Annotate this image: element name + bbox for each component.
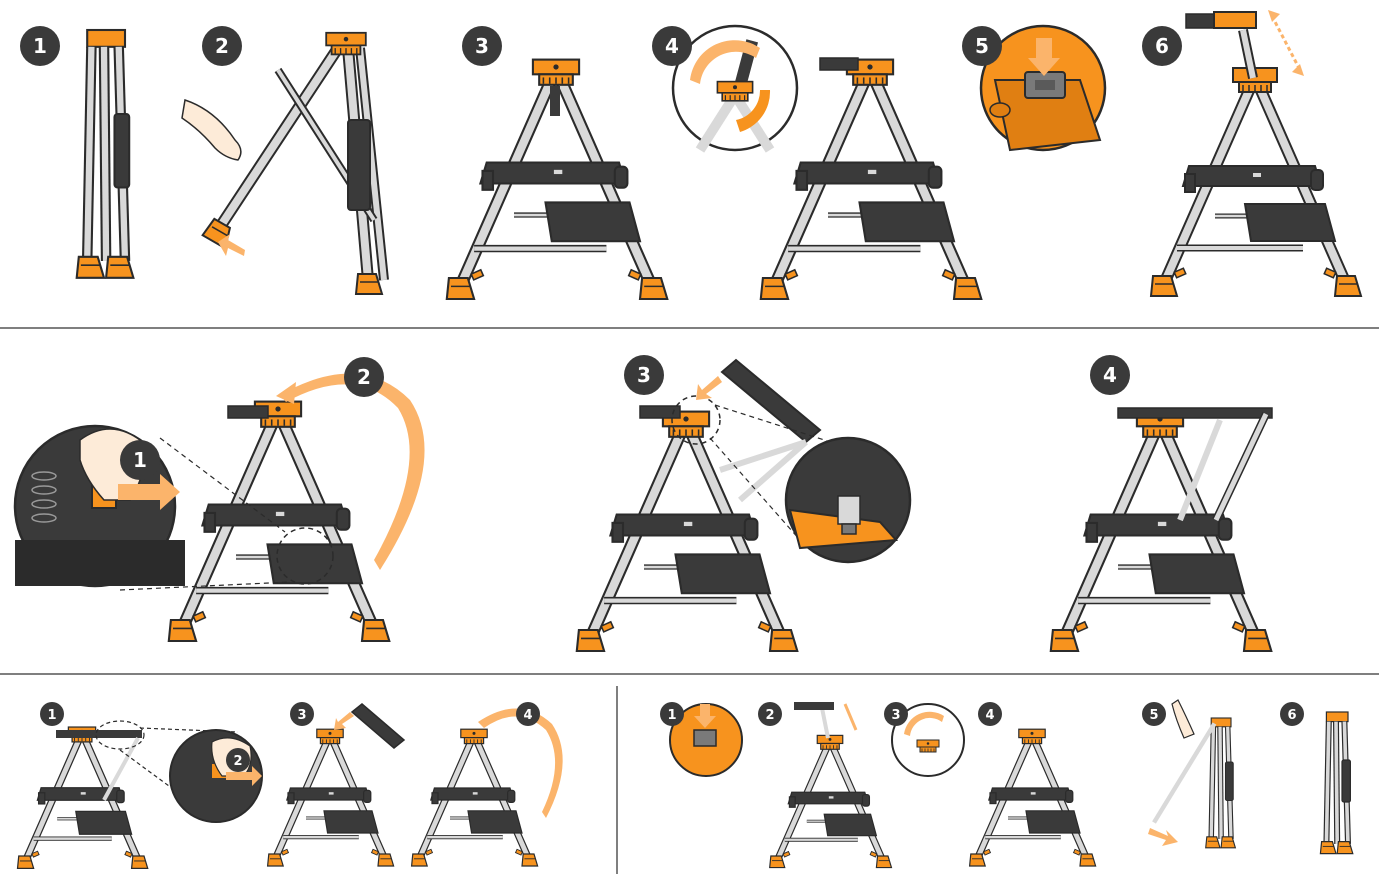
small-right-badge-5: 5 [1142, 702, 1166, 726]
setup-step-4-illustration [761, 58, 982, 299]
arrow-icon [1148, 828, 1178, 846]
badge-label: 4 [985, 708, 994, 723]
small-right-badge-3: 3 [884, 702, 908, 726]
step-badges: 1 2 3 4 5 6 2 1 3 4 1 2 3 4 1 2 3 4 5 6 [20, 26, 1304, 772]
setup-step-4-zoom [671, 24, 799, 153]
badge-label: 1 [33, 34, 47, 58]
setup-badge-4: 4 [652, 26, 692, 66]
badge-label: 2 [765, 708, 774, 723]
press-arrow-icon [694, 704, 716, 728]
tray-step-3-zoom [784, 436, 912, 564]
arrow-icon [696, 376, 722, 400]
rotation-arrow-icon [690, 40, 760, 84]
badge-label: 3 [297, 708, 306, 723]
small-right-badge-2: 2 [758, 702, 782, 726]
tray-step-3-illustration [577, 358, 841, 651]
arrow-icon [334, 712, 354, 730]
small-right-badge-4: 4 [978, 702, 1002, 726]
setup-badge-3: 3 [462, 26, 502, 66]
setup-badge-5: 5 [962, 26, 1002, 66]
tray-step-1-zoom [13, 424, 185, 588]
small-left-badge-3: 3 [290, 702, 314, 726]
rotation-arrow-icon [904, 711, 944, 736]
rotation-arrow-icon [478, 708, 563, 818]
badge-label: 1 [133, 448, 147, 472]
setup-badge-1: 1 [20, 26, 60, 66]
badge-label: 1 [667, 708, 676, 723]
small-right-badge-6: 6 [1280, 702, 1304, 726]
setup-step-5-zoom [979, 24, 1107, 152]
press-arrow-icon [1028, 38, 1060, 76]
tray-badge-2: 2 [344, 357, 384, 397]
badge-label: 2 [233, 754, 242, 769]
hand-icon [1171, 699, 1195, 739]
badge-label: 5 [975, 34, 989, 58]
tray-badge-1: 1 [120, 440, 160, 480]
badge-label: 3 [637, 363, 651, 387]
setup-step-1-illustration [77, 30, 134, 278]
small-left-section [18, 703, 563, 868]
setup-section [77, 10, 1361, 299]
badge-label: 1 [47, 708, 56, 723]
badge-label: 2 [215, 34, 229, 58]
arrow-icon [226, 766, 262, 786]
badge-label: 4 [665, 34, 679, 58]
double-arrow-icon [1270, 15, 1302, 71]
tray-step-4-illustration [1051, 408, 1272, 651]
small-left-badge-2: 2 [226, 748, 250, 772]
small-right-section [669, 699, 1353, 868]
tray-badge-3: 3 [624, 355, 664, 395]
badge-label: 6 [1287, 708, 1296, 723]
tray-step-2-illustration [119, 373, 425, 641]
setup-step-2-illustration [181, 31, 389, 295]
arrow-icon [118, 474, 180, 510]
badge-label: 4 [1103, 363, 1117, 387]
setup-badge-6: 6 [1142, 26, 1182, 66]
badge-label: 4 [523, 708, 532, 723]
small-left-badge-1: 1 [40, 702, 64, 726]
arrow-icon [218, 234, 245, 256]
badge-label: 5 [1149, 708, 1158, 723]
badge-label: 3 [475, 34, 489, 58]
setup-badge-2: 2 [202, 26, 242, 66]
small-left-badge-4: 4 [516, 702, 540, 726]
setup-step-3-illustration [447, 60, 667, 299]
badge-label: 2 [357, 365, 371, 389]
hand-icon [181, 99, 242, 161]
badge-label: 3 [891, 708, 900, 723]
setup-step-6-illustration [1151, 10, 1361, 296]
small-right-badge-1: 1 [660, 702, 684, 726]
tray-section [13, 358, 1272, 651]
tray-badge-4: 4 [1090, 355, 1130, 395]
badge-label: 6 [1155, 34, 1169, 58]
